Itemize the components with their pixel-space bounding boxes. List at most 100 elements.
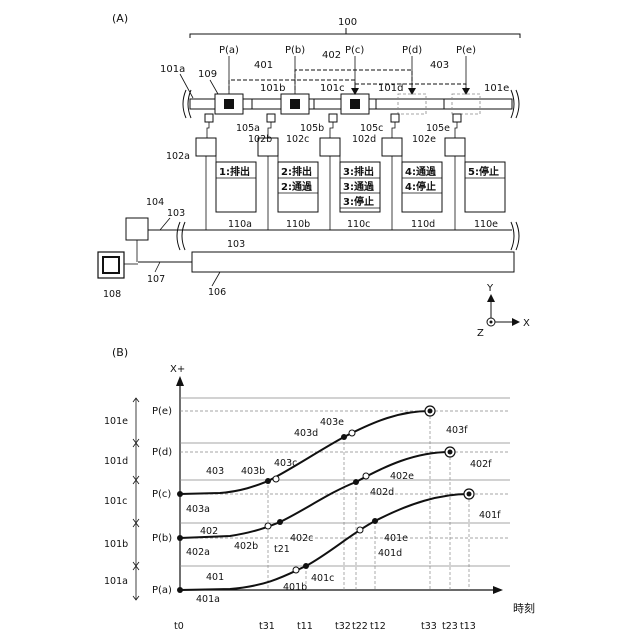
tick-t32: t32 xyxy=(335,621,351,632)
box-label-110b: 110b xyxy=(286,219,310,230)
label-403b: 403b xyxy=(241,466,265,477)
box-110d-line-1: 4:通過 xyxy=(405,165,437,178)
tick-t13: t13 xyxy=(460,621,476,632)
mover-label-109: 109 xyxy=(198,69,217,80)
y-level-labels: P(e) P(d) P(c) P(b) P(a) xyxy=(152,406,172,596)
label-402d: 402d xyxy=(370,487,394,498)
box-label-110c: 110c xyxy=(347,219,370,230)
tick-t23: t23 xyxy=(442,621,458,632)
box-110b-line-1: 2:排出 xyxy=(281,165,312,178)
tick-t31: t31 xyxy=(259,621,275,632)
y-level-pd: P(d) xyxy=(152,447,172,458)
label-403e: 403e xyxy=(320,417,344,428)
pos-label-e: P(e) xyxy=(456,45,476,56)
y-axis-label: X+ xyxy=(170,364,185,375)
box-110d-line-2: 4:停止 xyxy=(405,180,436,193)
sensor-label-105b: 105b xyxy=(300,123,324,134)
x-axis-label: 時刻 xyxy=(513,601,535,615)
label-403: 403 xyxy=(206,466,224,477)
tick-t0: t0 xyxy=(174,621,184,632)
panel-a: (A) 100 xyxy=(98,12,530,339)
label-403c: 403c xyxy=(274,458,297,469)
node-104 xyxy=(126,218,148,240)
rail-label-101d: 101d xyxy=(378,83,403,94)
label-403f: 403f xyxy=(446,425,468,436)
curve-402 xyxy=(180,452,450,538)
zone-brackets: 101e 101d 101c 101b 101a xyxy=(104,398,139,600)
panel-b-label: (B) xyxy=(112,346,128,359)
time-tick-labels: t0 t31 t11 t32 t22 t12 t33 t23 t13 t21 xyxy=(174,544,476,632)
zone-label-101a: 101a xyxy=(104,576,128,587)
label-401c: 401c xyxy=(311,573,334,584)
label-401: 401 xyxy=(206,572,224,583)
sensor-label-105c: 105c xyxy=(360,123,383,134)
sensor-label-105a: 105a xyxy=(236,123,260,134)
axis-z-label: Z xyxy=(477,328,484,339)
rail-label-101e: 101e xyxy=(484,83,509,94)
bus-label-103: 103 xyxy=(227,239,245,250)
axes-indicator: Y Z X xyxy=(477,283,530,339)
line-label-107: 107 xyxy=(147,274,165,285)
y-level-pb: P(b) xyxy=(152,533,172,544)
box-label-110d: 110d xyxy=(411,219,435,230)
system-label: 100 xyxy=(338,17,357,28)
rail-label-101b: 101b xyxy=(260,83,285,94)
axis-x-label: X xyxy=(523,318,530,329)
panel-a-label: (A) xyxy=(112,12,128,25)
tick-t22: t22 xyxy=(352,621,368,632)
box-label-110e: 110e xyxy=(474,219,498,230)
label-401e: 401e xyxy=(384,533,408,544)
pos-label-a: P(a) xyxy=(219,45,239,56)
label-403d: 403d xyxy=(294,428,318,439)
box-110e-line-1: 5:停止 xyxy=(468,165,499,178)
label-402b: 402b xyxy=(234,541,258,552)
controller-label-102b: 102b xyxy=(248,134,272,145)
box-label-110a: 110a xyxy=(228,219,252,230)
trajectory-403: 403 xyxy=(430,60,449,71)
stage-106 xyxy=(192,252,514,272)
zone-label-101e: 101e xyxy=(104,416,128,427)
memory-boxes: 1:排出 2:排出 2:通過 3:排出 3:通過 3:停止 4:通過 4:停止 … xyxy=(216,162,505,230)
pos-label-d: P(d) xyxy=(402,45,422,56)
label-402e: 402e xyxy=(390,471,414,482)
label-403a: 403a xyxy=(186,504,210,515)
label-402: 402 xyxy=(200,526,218,537)
box-110a-line-1: 1:排出 xyxy=(219,165,250,178)
axis-y-label: Y xyxy=(486,283,494,294)
zone-label-101c: 101c xyxy=(104,496,127,507)
rail-label-101a: 101a xyxy=(160,64,185,75)
controller-label-102c: 102c xyxy=(286,134,309,145)
label-402a: 402a xyxy=(186,547,210,558)
stage-label-106: 106 xyxy=(208,287,226,298)
point-labels: 401 401a 401b 401c 401d 401e 401f 402 40… xyxy=(186,417,501,605)
pos-label-c: P(c) xyxy=(345,45,364,56)
node-label-104: 104 xyxy=(146,197,164,208)
controller-label-102d: 102d xyxy=(352,134,376,145)
tick-t11: t11 xyxy=(297,621,313,632)
tick-t33: t33 xyxy=(421,621,437,632)
tick-t21: t21 xyxy=(274,544,290,555)
box-110b-line-2: 2:通過 xyxy=(281,180,313,193)
rail-label-101c: 101c xyxy=(320,83,345,94)
label-401a: 401a xyxy=(196,594,220,605)
y-level-pa: P(a) xyxy=(152,585,172,596)
controller-label-102e: 102e xyxy=(412,134,436,145)
label-401d: 401d xyxy=(378,548,402,559)
label-402f: 402f xyxy=(470,459,492,470)
rail-labels: 101a 101b 101c 101d 101e 109 xyxy=(160,64,509,98)
y-level-pc: P(c) xyxy=(152,489,171,500)
panel-b: (B) X+ 時刻 xyxy=(104,346,535,632)
tick-t12: t12 xyxy=(370,621,386,632)
bus-label-103-top: 103 xyxy=(167,208,185,219)
box-110c-line-3: 3:停止 xyxy=(343,195,374,208)
controller-label-102a: 102a xyxy=(166,151,190,162)
trajectory-402: 402 xyxy=(322,50,341,61)
zone-label-101b: 101b xyxy=(104,539,128,550)
pos-label-b: P(b) xyxy=(285,45,305,56)
unit-108: 108 107 xyxy=(98,252,192,300)
y-level-pe: P(e) xyxy=(152,406,172,417)
trajectory-401: 401 xyxy=(254,60,273,71)
label-401b: 401b xyxy=(283,582,307,593)
unit-label-108: 108 xyxy=(103,289,121,300)
